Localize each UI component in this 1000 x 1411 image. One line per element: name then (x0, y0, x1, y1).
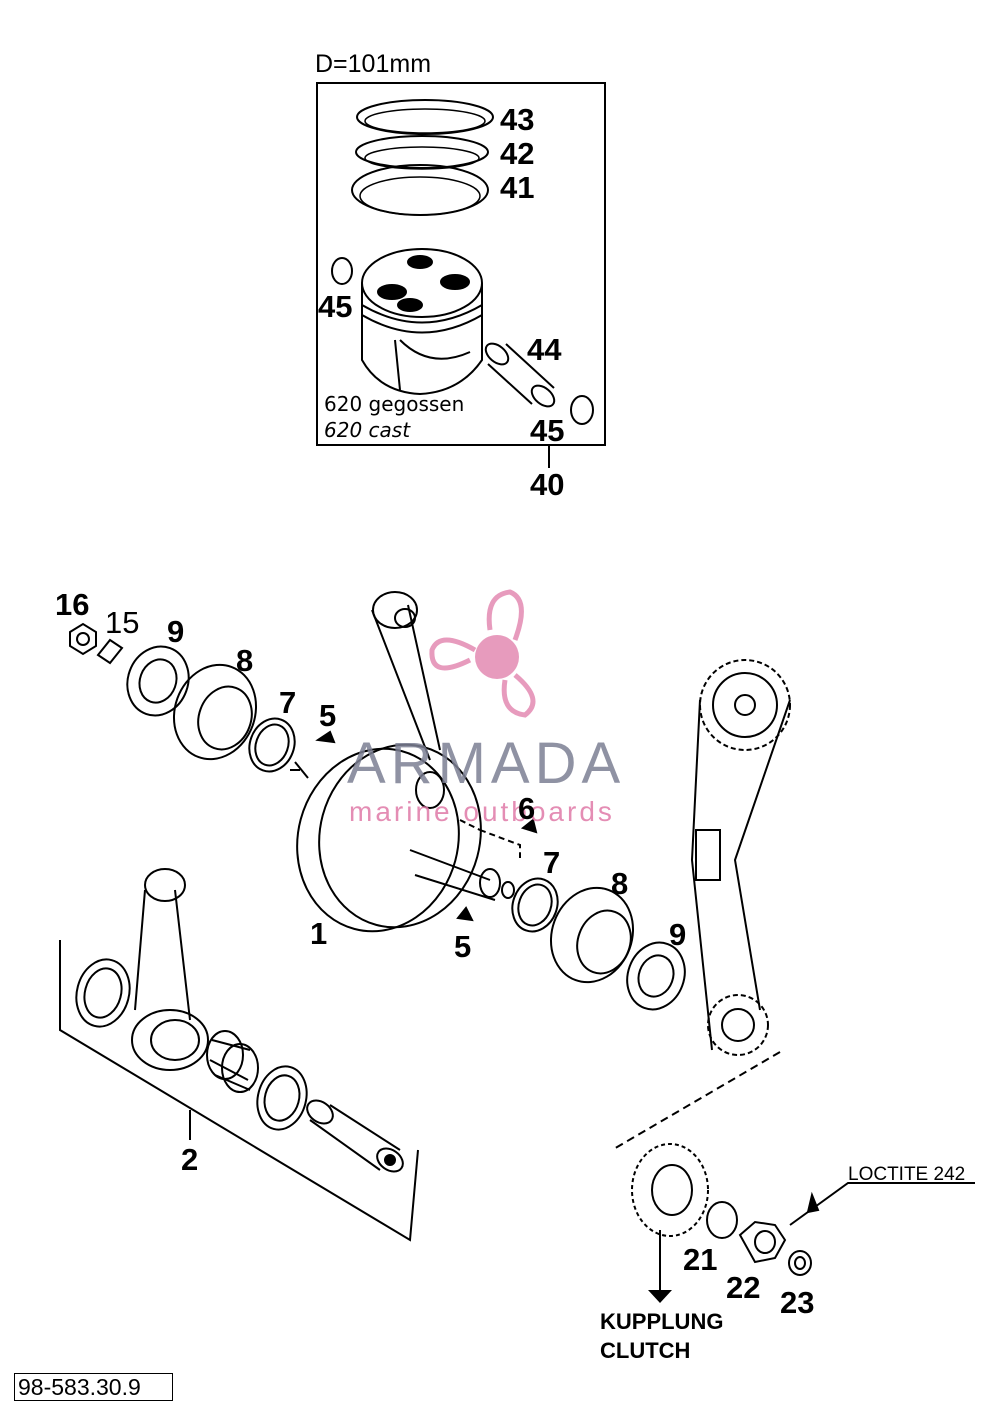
shim-7-left (248, 717, 296, 773)
callout-45-left: 45 (318, 289, 353, 324)
connecting-rod-on-crank (371, 591, 441, 761)
wrist-pin-44 (484, 342, 556, 408)
right-bearing-set (511, 877, 686, 1011)
watermark-subtitle: marine outboards (349, 796, 615, 827)
woodruff-key-5-top (315, 730, 336, 744)
callout-16: 16 (55, 587, 90, 622)
shim-7-right (511, 877, 559, 933)
callout-8-right: 8 (611, 866, 629, 901)
loctite-leader (789, 1182, 975, 1226)
lock-ring-21 (706, 1201, 738, 1239)
callout-21: 21 (683, 1242, 718, 1277)
piston-note-german: 620 gegossen (324, 392, 465, 416)
callout-2: 2 (181, 1142, 199, 1177)
crank-gear (631, 1143, 709, 1237)
watermark-title: ARMADA (347, 731, 626, 796)
washer-23 (788, 1250, 812, 1276)
oil-seal-9-left (126, 645, 190, 717)
piston-ring-41-inner (359, 176, 481, 216)
piston-ring-43 (356, 99, 494, 135)
crank-pin (306, 1099, 404, 1173)
callout-8-left: 8 (236, 643, 254, 678)
nut-22 (738, 1220, 787, 1264)
piston-diameter-label: D=101mm (315, 50, 432, 78)
lock-washer-15 (96, 638, 124, 665)
connecting-rod-small-end (144, 868, 186, 902)
circlip-45-right (570, 395, 594, 425)
callout-41: 41 (500, 170, 535, 205)
callout-22: 22 (726, 1270, 761, 1305)
oil-seal-9-right (626, 941, 686, 1011)
nut-16 (69, 622, 97, 656)
piston-ring-42-inner (364, 146, 480, 170)
piston-kit-group (316, 82, 606, 468)
callout-43: 43 (500, 102, 535, 137)
callout-5-top: 5 (319, 698, 337, 733)
woodruff-key-6 (520, 818, 538, 834)
crank-gear-group (611, 1051, 975, 1303)
callout-44: 44 (527, 332, 562, 367)
piston-ring-43-inner (364, 108, 486, 134)
callout-9-right: 9 (669, 917, 687, 952)
callout-7-right: 7 (543, 845, 561, 880)
loctite-label: LOCTITE 242 (848, 1164, 966, 1185)
callout-1: 1 (310, 916, 328, 951)
piston-note-english: 620 cast (324, 418, 411, 442)
callout-5-bottom: 5 (454, 929, 472, 964)
circlip-45-left (331, 257, 353, 285)
piston-ring-42 (355, 135, 489, 169)
clutch-arrow-head (648, 1290, 672, 1303)
thrust-washer-right (256, 1065, 308, 1131)
callout-15: 15 (105, 605, 140, 640)
callout-6: 6 (518, 791, 536, 826)
left-bearing-set (69, 622, 336, 773)
callout-9-left: 9 (167, 614, 185, 649)
callout-23: 23 (780, 1285, 815, 1320)
timing-chain (690, 659, 791, 1056)
crankshaft-1 (290, 743, 538, 933)
drawing-number: 98-583.30.9 (14, 1373, 173, 1401)
watermark-logo-icon (429, 589, 536, 718)
woodruff-key-5-bottom (456, 906, 474, 922)
clutch-label-german: KUPPLUNG (600, 1309, 724, 1334)
callout-45-right: 45 (530, 413, 565, 448)
connecting-rod-kit-2 (59, 868, 419, 1242)
ball-bearing-8-left (172, 663, 258, 761)
clutch-label-english: CLUTCH (600, 1338, 691, 1363)
connecting-rod-big-end (131, 1009, 209, 1071)
piston (361, 248, 483, 396)
thrust-washer-left (75, 958, 131, 1028)
callout-42: 42 (500, 136, 535, 171)
needle-bearing (206, 1030, 259, 1093)
callout-7-left: 7 (279, 685, 297, 720)
piston-kit-frame (316, 82, 606, 446)
callout-40: 40 (530, 467, 565, 502)
